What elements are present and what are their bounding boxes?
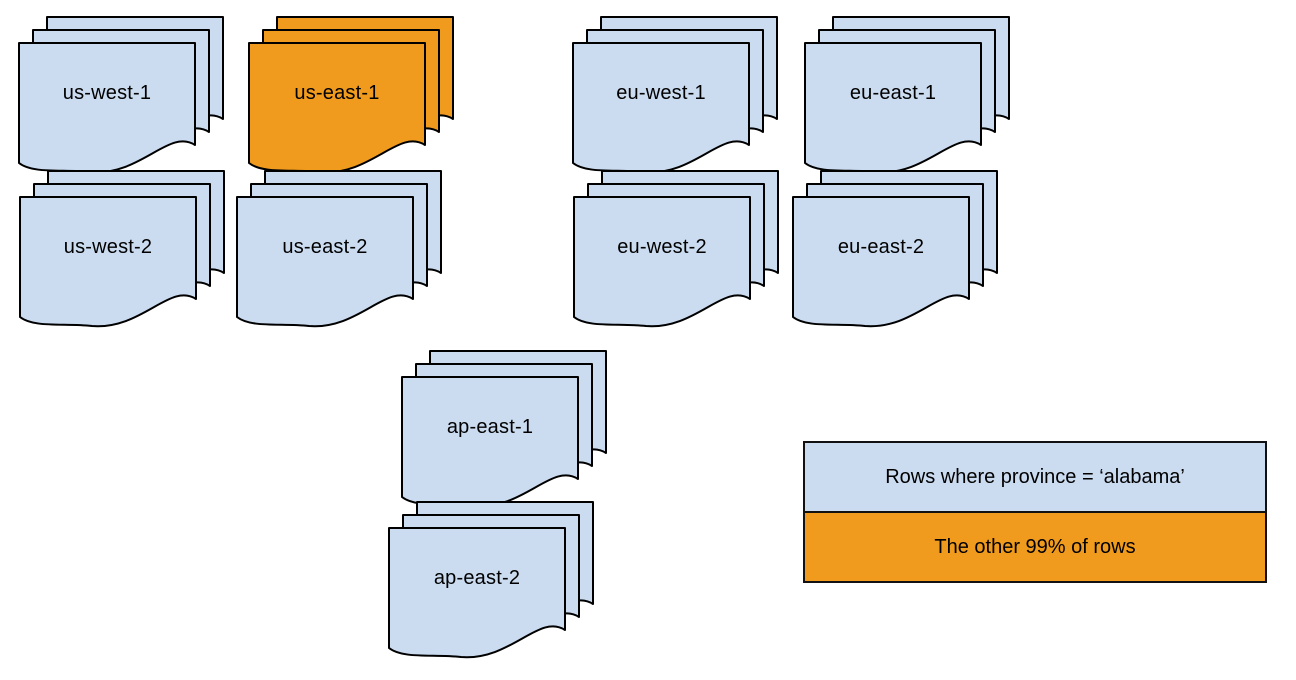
document-stack-icon — [401, 350, 607, 508]
document-stack-icon — [19, 170, 225, 328]
document-stack-icon — [792, 170, 998, 328]
region-stack-us-west-2: us-west-2 — [19, 169, 229, 331]
doc-sheet-front — [401, 376, 579, 508]
document-stack-icon — [388, 501, 594, 659]
document-stack-icon — [18, 16, 224, 174]
document-stack-icon — [248, 16, 454, 174]
doc-sheet-front — [572, 42, 750, 174]
region-stack-us-east-1: us-east-1 — [248, 15, 458, 177]
document-stack-icon — [572, 16, 778, 174]
document-stack-icon — [804, 16, 1010, 174]
doc-sheet-front — [19, 196, 197, 328]
doc-sheet-front — [792, 196, 970, 328]
legend-label-blue: Rows where province = ‘alabama’ — [885, 465, 1185, 488]
document-stack-icon — [236, 170, 442, 328]
doc-sheet-front — [236, 196, 414, 328]
doc-sheet-front — [18, 42, 196, 174]
region-stack-ap-east-2: ap-east-2 — [388, 500, 598, 662]
legend-row-blue: Rows where province = ‘alabama’ — [805, 443, 1265, 511]
legend-swatch-orange — [805, 513, 1265, 581]
doc-sheet-front — [573, 196, 751, 328]
document-stack-icon — [573, 170, 779, 328]
region-stack-us-west-1: us-west-1 — [18, 15, 228, 177]
legend-label-orange: The other 99% of rows — [934, 535, 1136, 558]
doc-sheet-front — [388, 527, 566, 659]
doc-sheet-front — [804, 42, 982, 174]
region-stack-ap-east-1: ap-east-1 — [401, 349, 611, 511]
legend-swatch-blue — [805, 443, 1265, 511]
legend: Rows where province = ‘alabama’ The othe… — [803, 441, 1267, 583]
doc-sheet-front — [248, 42, 426, 174]
region-stack-eu-west-2: eu-west-2 — [573, 169, 783, 331]
region-stack-us-east-2: us-east-2 — [236, 169, 446, 331]
region-stack-eu-west-1: eu-west-1 — [572, 15, 782, 177]
region-stack-eu-east-2: eu-east-2 — [792, 169, 1002, 331]
legend-row-orange: The other 99% of rows — [805, 511, 1265, 581]
region-stack-eu-east-1: eu-east-1 — [804, 15, 1014, 177]
